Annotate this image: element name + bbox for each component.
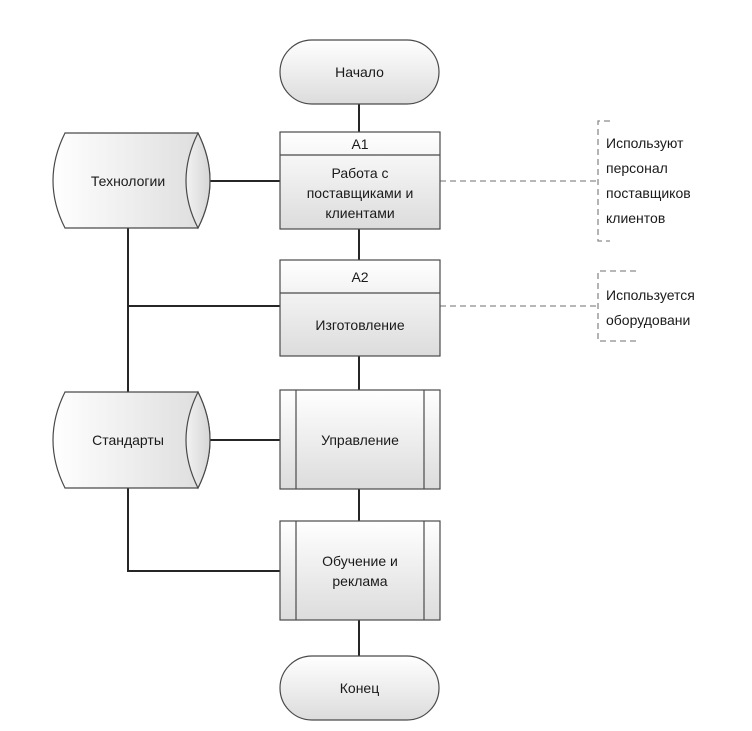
a2-code: A2 [351,269,368,285]
annotation-links [440,180,598,307]
a1-code: A1 [351,136,368,152]
right-edge-mask [709,0,752,731]
end-label: Конец [340,680,379,696]
data-technologies: Технологии [52,131,211,230]
process-management: Управление [279,389,441,490]
connector-standards-training [127,488,280,572]
annotation-a2-line-1: Используется [606,287,695,303]
technologies-label: Технологии [91,173,165,189]
training-label-line-1: Обучение и [322,553,398,569]
annotation-a1-line-2: персонал [606,160,668,176]
management-label: Управление [321,432,399,448]
standards-label: Стандарты [92,432,164,448]
annotation-a2-line-2: оборудовани [606,312,690,328]
a1-label-line-2: поставщиками и [307,185,414,201]
annotation-a1-line-3: поставщиков [606,185,691,201]
annotation-a1: Используют персонал поставщиков клиентов [597,120,691,242]
process-a1: A1 Работа с поставщиками и клиентами [279,131,441,230]
annotation-a1-line-4: клиентов [606,210,665,226]
end-terminator: Конец [279,655,440,721]
start-label: Начало [335,64,384,80]
training-label-line-2: реклама [332,573,387,589]
a1-label-line-3: клиентами [325,205,394,221]
data-standards: Стандарты [52,390,211,490]
process-a2: A2 Изготовление [279,259,441,357]
a1-label-line-1: Работа с [331,165,388,181]
connectors [127,104,360,656]
a2-label: Изготовление [315,317,404,333]
process-training: Обучение и реклама [279,520,441,621]
annotation-a2: Используется оборудовани [597,270,695,342]
start-terminator: Начало [279,39,440,105]
annotation-a1-line-1: Используют [606,135,684,151]
